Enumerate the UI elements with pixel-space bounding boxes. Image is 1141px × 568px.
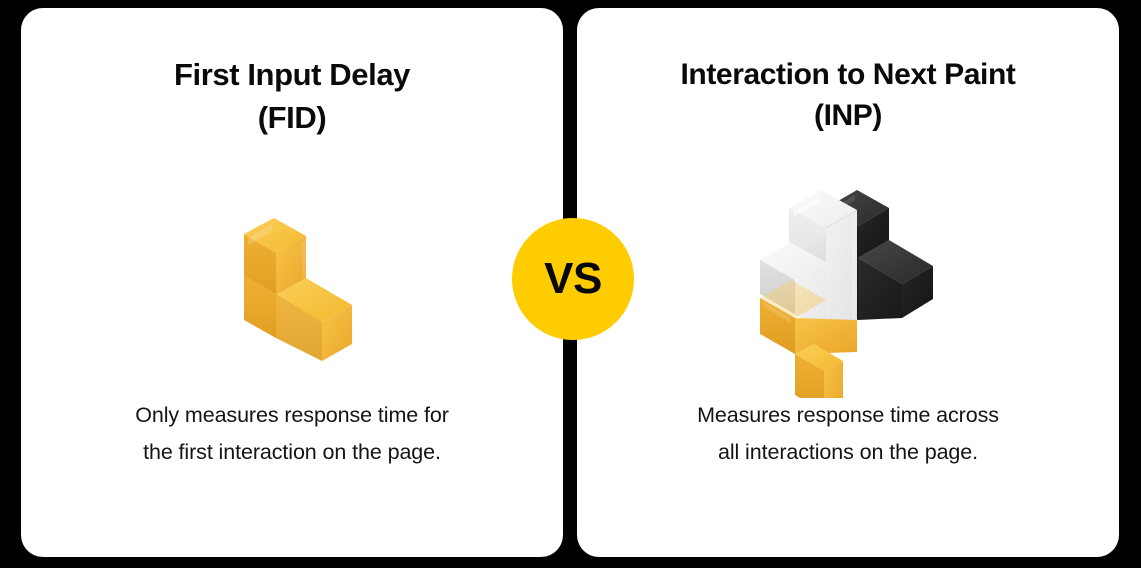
card-fid-title: First Input Delay (FID) bbox=[173, 57, 411, 135]
card-fid-inner: First Input Delay (FID) bbox=[21, 8, 563, 557]
inp-block-yellow bbox=[760, 280, 857, 398]
fid-illustration bbox=[202, 198, 382, 378]
fid-block-yellow bbox=[244, 218, 352, 361]
vs-badge-label: VS bbox=[544, 254, 602, 303]
vs-badge: VS bbox=[512, 218, 634, 340]
card-fid-caption: Only measures response time for the firs… bbox=[135, 403, 449, 465]
card-inp-caption: Measures response time across all intera… bbox=[697, 403, 999, 465]
card-inp: Interaction to Next Paint (INP) bbox=[577, 8, 1119, 557]
card-inp-title: Interaction to Next Paint (INP) bbox=[680, 58, 1016, 133]
card-fid: First Input Delay (FID) bbox=[21, 8, 563, 557]
inp-illustration bbox=[733, 168, 963, 398]
card-inp-inner: Interaction to Next Paint (INP) bbox=[577, 8, 1119, 557]
